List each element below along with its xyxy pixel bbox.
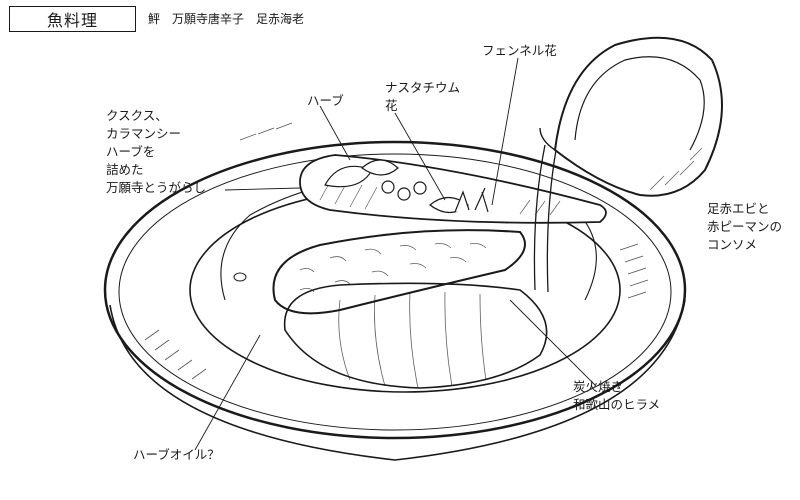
label-stuffed-pepper: クスクス、 カラマンシー ハーブを 詰めた 万願寺とうがらし [106, 107, 206, 197]
pitcher [553, 36, 723, 197]
label-consomme: 足赤エビと 赤ピーマンの コンソメ [707, 200, 782, 254]
oil-drop [233, 272, 247, 282]
label-stuffed-pepper-line-1: クスクス、 [106, 108, 168, 123]
label-herb-text: ハーブ [307, 93, 344, 108]
pepper-hatching [319, 177, 561, 216]
pitcher-spout [539, 127, 556, 151]
label-herb-oil: ハーブオイル？ [133, 446, 220, 464]
fish-body-ribs [338, 291, 487, 389]
label-herb: ハーブ [307, 92, 344, 110]
label-stuffed-pepper-line-4: 詰めた [106, 162, 144, 177]
label-fennel-flower: フェンネル花 [482, 42, 557, 60]
pitcher-rim [574, 56, 705, 151]
label-hirame-line-1: 炭火焼き [573, 379, 624, 394]
label-nasturtium: ナスタチウム 花 [385, 79, 460, 115]
fish-body [283, 282, 548, 389]
label-consomme-line-1: 足赤エビと [707, 201, 770, 216]
label-fennel-flower-text: フェンネル花 [482, 43, 557, 58]
plate-rim-inner-line [118, 153, 672, 431]
herb-garnish [324, 159, 489, 214]
rim-hatching [144, 122, 649, 380]
label-hirame-line-2: 和歌山のヒラメ [573, 397, 661, 412]
label-consomme-line-2: 赤ピーマンの [707, 219, 783, 234]
leader-lines [194, 57, 596, 451]
label-stuffed-pepper-line-2: カラマンシー [106, 126, 182, 141]
hirame-fillet [272, 229, 526, 315]
label-hirame: 炭火焼き 和歌山のヒラメ [573, 378, 660, 414]
label-stuffed-pepper-line-5: 万願寺とうがらし [106, 180, 207, 195]
label-nasturtium-line-1: ナスタチウム [385, 80, 461, 95]
dish-subtitle: 鮃 万願寺唐辛子 足赤海老 [148, 12, 305, 26]
label-consomme-line-3: コンソメ [707, 237, 758, 252]
pitcher-hatching [649, 147, 703, 191]
plate-outer-rim [103, 140, 687, 440]
label-stuffed-pepper-line-3: ハーブを [106, 144, 156, 159]
consomme-stream [533, 144, 557, 293]
plate-base [109, 299, 686, 461]
page-title: 魚料理 [9, 6, 136, 32]
label-nasturtium-line-2: 花 [385, 98, 398, 113]
label-herb-oil-text: ハーブオイル？ [133, 447, 220, 462]
fillet-texture [299, 243, 487, 293]
